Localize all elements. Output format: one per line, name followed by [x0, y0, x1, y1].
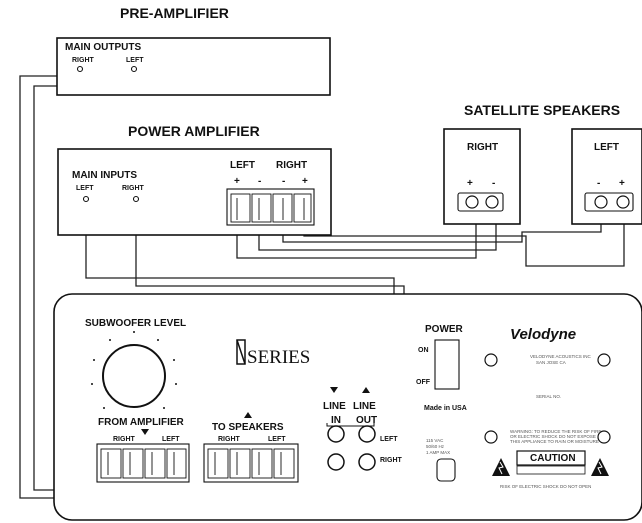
screw-top-left — [484, 353, 498, 367]
power-label: POWER — [425, 324, 464, 335]
pre-amp-left-jack — [130, 65, 138, 73]
left-satellite-plus: + — [619, 178, 625, 189]
pre-amplifier-box — [56, 37, 331, 96]
pre-amp-right-label: RIGHT — [72, 57, 95, 64]
right-satellite-plus: + — [467, 178, 473, 189]
pre-amp-left-label: LEFT — [126, 57, 144, 64]
svg-text:RISK OF ELECTRIC SHOCK DO NOT: RISK OF ELECTRIC SHOCK DO NOT OPEN — [500, 484, 591, 489]
caution-text: CAUTION — [530, 453, 576, 464]
amp-right-minus: - — [282, 176, 285, 187]
right-satellite-minus: - — [492, 178, 495, 189]
main-input-left-label: LEFT — [76, 185, 94, 192]
subwoofer-level-label: SUBWOOFER LEVEL — [85, 318, 186, 329]
line-out-bottom-label: OUT — [356, 415, 377, 426]
amp-speaker-terminals — [226, 188, 315, 226]
svg-text:OR ELECTRIC SHOCK DO NOT EXPOS: OR ELECTRIC SHOCK DO NOT EXPOSE — [510, 434, 596, 439]
power-amplifier-title: POWER AMPLIFIER — [128, 123, 260, 139]
line-in-right-jack — [327, 453, 345, 471]
jack-right-label: RIGHT — [380, 457, 403, 464]
main-inputs-label: MAIN INPUTS — [72, 170, 137, 181]
line-out-left-jack — [358, 425, 376, 443]
amp-terminals-left-label: LEFT — [230, 160, 255, 171]
to-speakers-terminals — [203, 443, 299, 483]
line-in-left-jack — [327, 425, 345, 443]
svg-text:THIS APPLIANCE TO RAIN OR MOIS: THIS APPLIANCE TO RAIN OR MOISTURE — [510, 439, 599, 444]
power-switch — [434, 339, 460, 390]
screw-bottom-left — [484, 430, 498, 444]
right-satellite-minus-post — [485, 195, 499, 209]
main-input-right-jack — [132, 195, 140, 203]
series-logo-text: SERIES — [247, 347, 310, 368]
amp-left-minus: - — [258, 176, 261, 187]
main-outputs-label: MAIN OUTPUTS — [65, 42, 141, 53]
svg-text:WARNING: TO REDUCE THE RISK OF: WARNING: TO REDUCE THE RISK OF FIRE — [510, 429, 601, 434]
screw-top-right — [597, 353, 611, 367]
line-out-top-label: LINE — [353, 401, 376, 412]
line-in-arrow-icon — [330, 387, 338, 393]
made-in-usa-label: Made in USA — [424, 405, 467, 412]
power-on-label: ON — [418, 347, 429, 354]
velodyne-brand: Velodyne — [510, 326, 576, 343]
right-satellite-label: RIGHT — [467, 142, 498, 153]
svg-text:VELODYNE ACOUSTICS INC: VELODYNE ACOUSTICS INC — [530, 354, 592, 359]
caution-label: CAUTION RISK OF ELECTRIC SHOCK DO NOT OP… — [492, 450, 609, 489]
fuse-holder — [436, 458, 456, 482]
line-out-right-jack — [358, 453, 376, 471]
to-speakers-group-left: LEFT — [268, 436, 286, 443]
to-speakers-label: TO SPEAKERS — [212, 422, 284, 433]
line-out-arrow-icon — [362, 387, 370, 393]
left-satellite-label: LEFT — [594, 142, 619, 153]
from-amp-group-left: LEFT — [162, 436, 180, 443]
left-satellite-minus-post — [594, 195, 608, 209]
to-speakers-arrow-icon — [244, 412, 252, 418]
left-satellite-plus-post — [616, 195, 630, 209]
wire-amp-to-left-satellite-minus — [282, 210, 602, 243]
from-amplifier-label: FROM AMPLIFIER — [98, 417, 185, 428]
left-satellite-minus: - — [597, 178, 600, 189]
line-in-bottom-label: IN — [331, 415, 341, 426]
svg-text:SAN JOSE CA: SAN JOSE CA — [536, 360, 566, 365]
main-input-right-label: RIGHT — [122, 185, 145, 192]
svg-text:115 VAC: 115 VAC — [426, 438, 444, 443]
amp-right-plus: + — [302, 176, 308, 187]
jack-left-label: LEFT — [380, 436, 398, 443]
from-amplifier-arrow-icon — [141, 429, 149, 435]
satellite-speakers-title: SATELLITE SPEAKERS — [464, 102, 620, 118]
from-amp-group-right: RIGHT — [113, 436, 136, 443]
satellite-speakers: SATELLITE SPEAKERS RIGHT + - LEFT - + — [443, 102, 642, 225]
pre-amplifier: PRE-AMPLIFIER MAIN OUTPUTS RIGHT LEFT — [56, 5, 331, 96]
pre-amp-right-jack — [76, 65, 84, 73]
svg-text:SERIAL NO.: SERIAL NO. — [536, 394, 561, 399]
subwoofer-level-knob — [91, 331, 177, 409]
pre-amplifier-title: PRE-AMPLIFIER — [120, 5, 229, 21]
series-logo: SERIES — [236, 339, 310, 368]
line-in-top-label: LINE — [323, 401, 346, 412]
right-satellite-plus-post — [465, 195, 479, 209]
screw-bottom-right — [597, 430, 611, 444]
svg-text:1 AMP MAX: 1 AMP MAX — [426, 450, 450, 455]
wire-amp-to-right-satellite-plus — [236, 210, 477, 259]
from-amplifier-terminals — [96, 443, 190, 483]
subwoofer-panel: SUBWOOFER LEVEL SERIES FROM AMPLIFIER RI… — [53, 293, 642, 521]
to-speakers-group-right: RIGHT — [218, 436, 241, 443]
amp-left-plus: + — [234, 176, 240, 187]
power-off-label: OFF — [416, 379, 431, 386]
amp-terminals-right-label: RIGHT — [276, 160, 307, 171]
wire-amp-to-right-satellite-minus — [258, 210, 497, 251]
main-input-left-jack — [82, 195, 90, 203]
power-amplifier: POWER AMPLIFIER MAIN INPUTS LEFT RIGHT L… — [57, 123, 332, 236]
subwoofer-panel-frame — [53, 293, 642, 521]
svg-text:50/60 Hz: 50/60 Hz — [426, 444, 445, 449]
